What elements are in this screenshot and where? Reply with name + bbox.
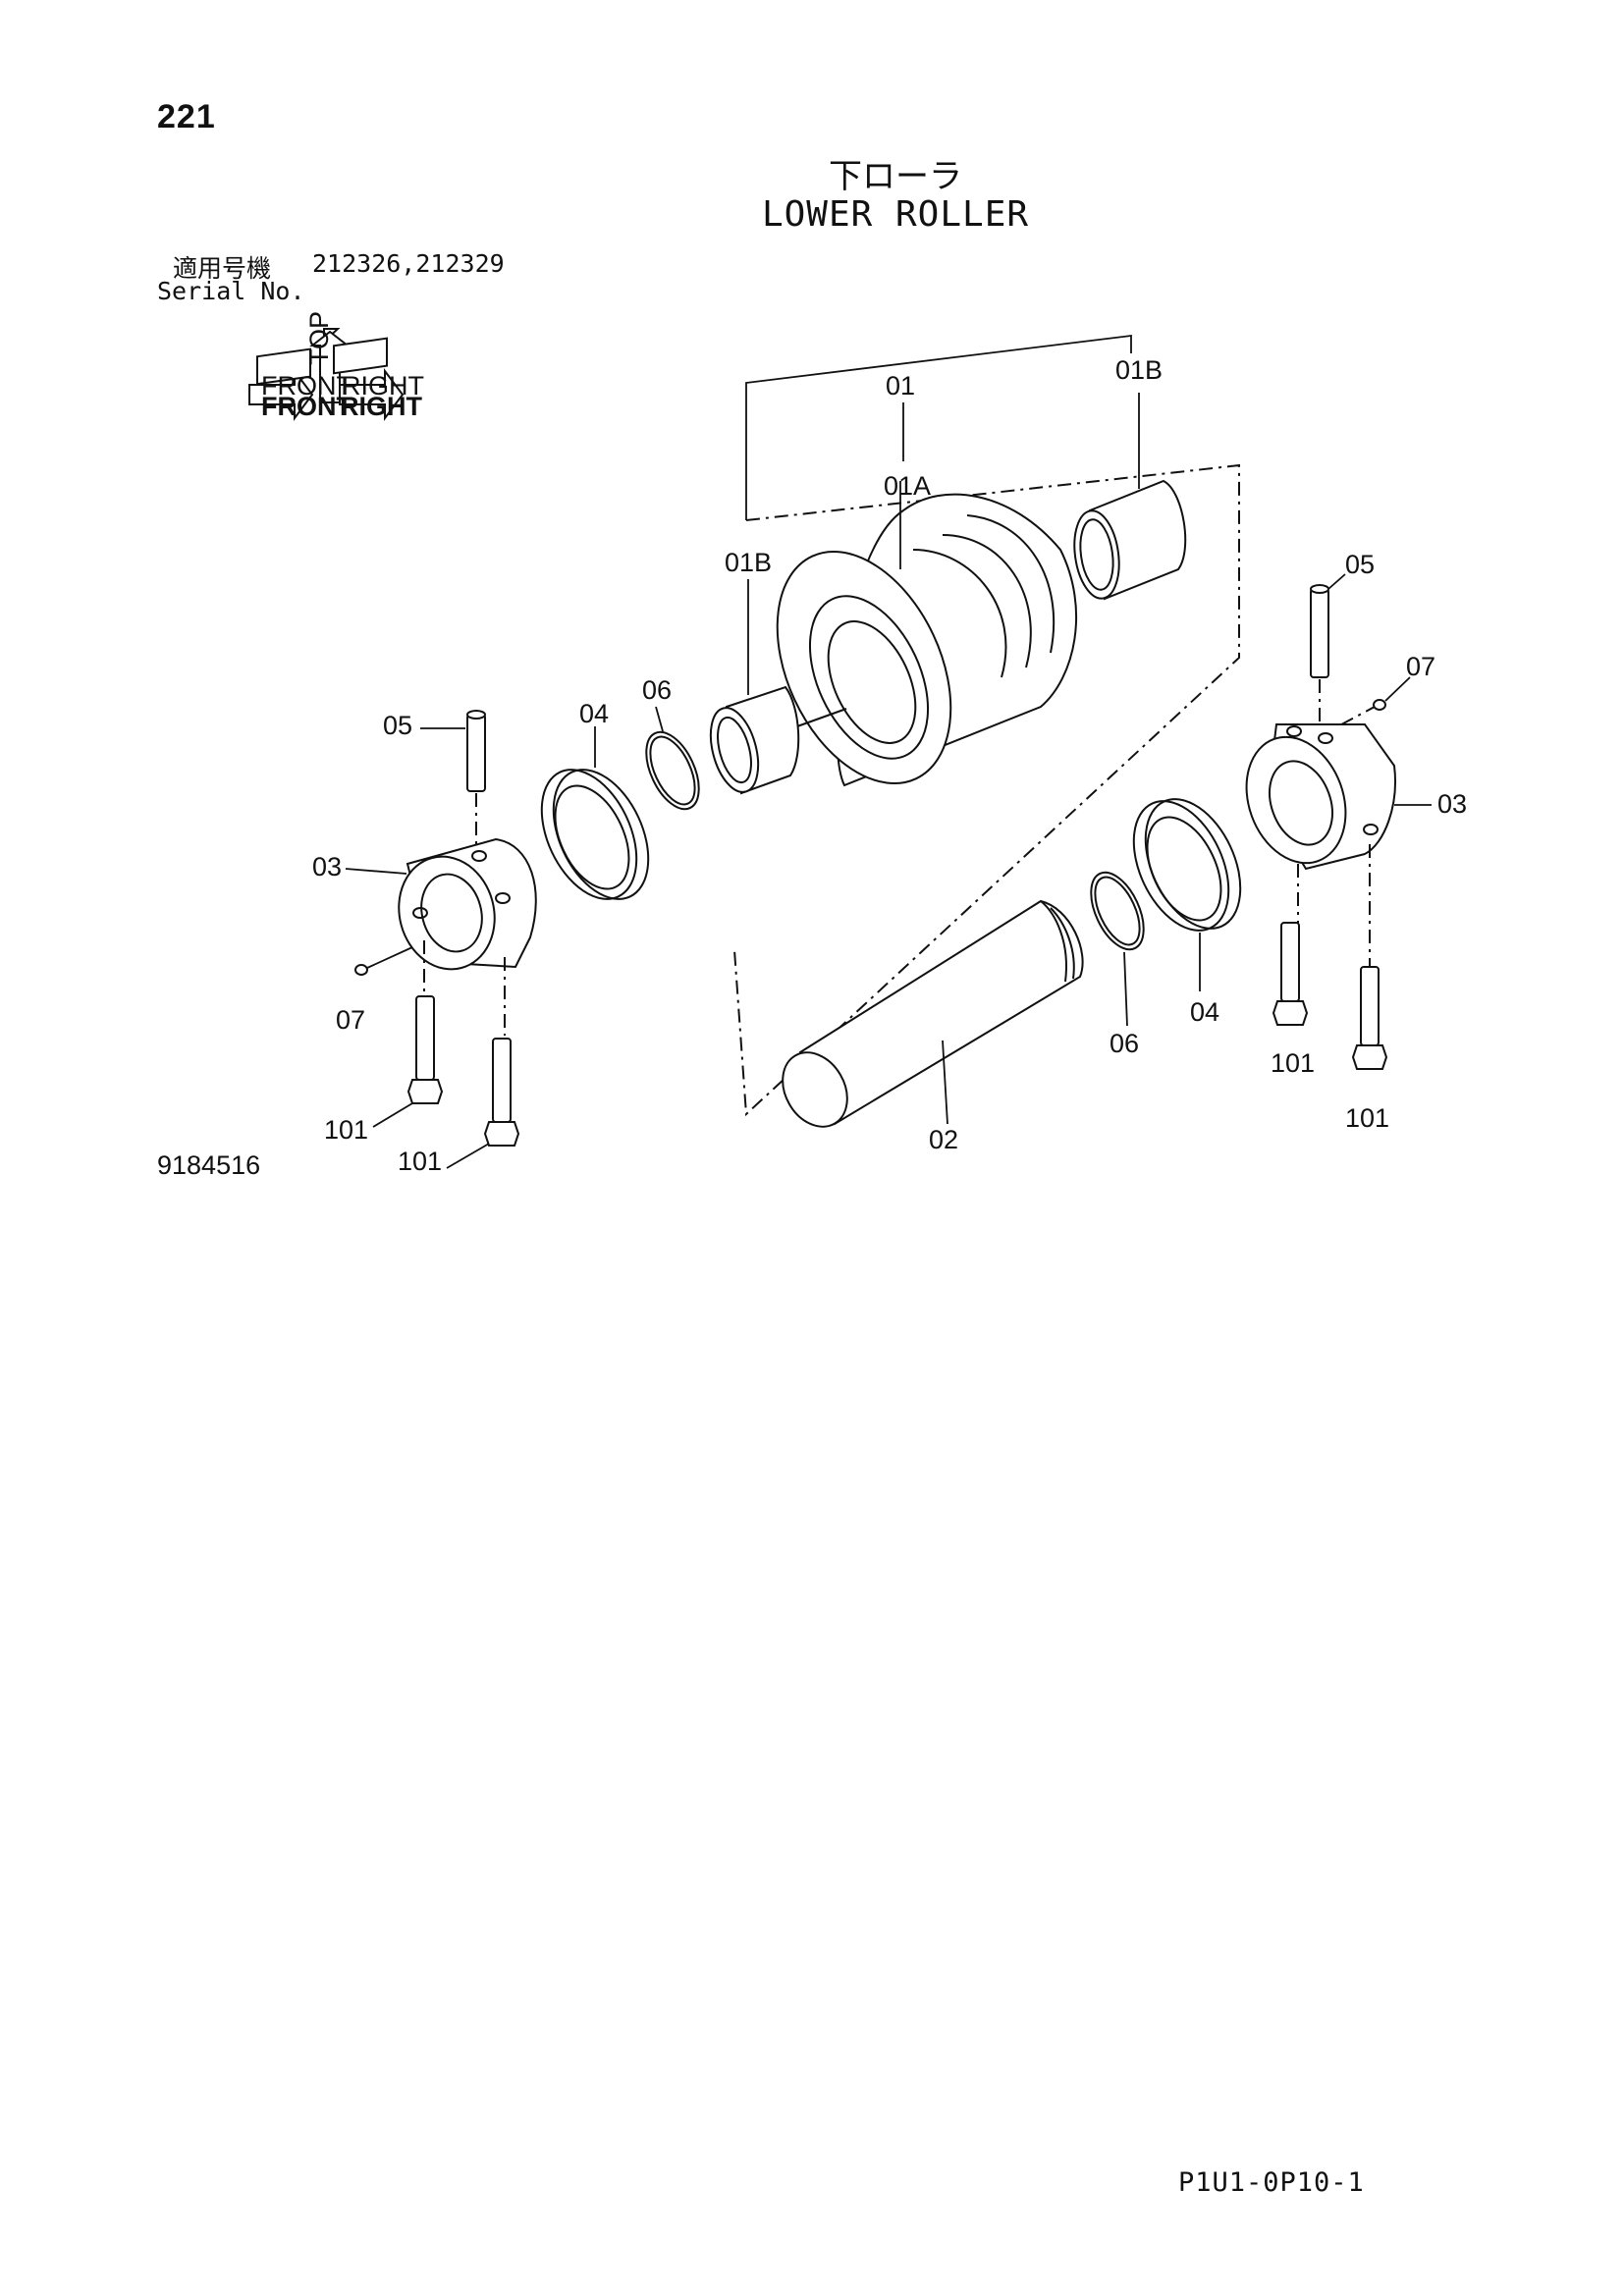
callout-07-right: 07 [1406, 652, 1435, 681]
housing-03-right [1245, 723, 1396, 871]
callout-05-left: 05 [383, 711, 412, 740]
right-arrow-icon [339, 368, 405, 421]
title-japanese: 下ローラ [829, 158, 962, 195]
leader-03-left [345, 868, 407, 875]
leader-05-right [1327, 573, 1346, 590]
callout-101-right-b: 101 [1345, 1103, 1389, 1133]
seal-04-lower [1132, 798, 1242, 932]
roller-body-01a [776, 493, 1078, 787]
front-label-box [256, 347, 311, 386]
callout-03-left: 03 [312, 852, 342, 881]
front-arrow-icon [248, 368, 314, 421]
callout-03-right: 03 [1437, 789, 1467, 819]
callout-01: 01 [886, 371, 915, 400]
oring-06-lower [1090, 871, 1145, 951]
leader-02 [942, 1040, 948, 1125]
bushing-01b-left [709, 685, 800, 795]
callout-101-right-a: 101 [1271, 1048, 1315, 1078]
top-label: TOP [304, 311, 334, 365]
leader-101-left-b [446, 1143, 490, 1169]
callout-101-left-a: 101 [324, 1115, 368, 1145]
assembly-boundary-line [733, 463, 1240, 1117]
callout-04-lower: 04 [1190, 997, 1219, 1027]
leader-06-lower [1123, 951, 1128, 1027]
callout-07-left: 07 [336, 1005, 365, 1035]
title-english: LOWER ROLLER [761, 194, 1030, 235]
leader-101-left-a [372, 1102, 413, 1128]
pin-05-right [1310, 584, 1329, 678]
callout-101-left-b: 101 [398, 1147, 442, 1176]
bolt-101-right-a [1272, 922, 1309, 1026]
callout-01a: 01A [884, 471, 931, 501]
leader-06-upper [655, 706, 664, 732]
leader-07-left [366, 946, 413, 969]
orientation-icon: TOP FRONT FRONT RIGHT RIGHT [248, 311, 424, 421]
grease-fitting-07-left [354, 964, 368, 976]
page-number: 221 [157, 98, 216, 135]
right-label-lower: RIGHT [340, 392, 423, 421]
shaft-02 [782, 899, 1084, 1128]
serial-numbers: 212326,212329 [312, 249, 505, 278]
grease-fitting-07-right [1373, 699, 1386, 711]
bolt-101-left-b [483, 1038, 520, 1147]
callout-06-upper: 06 [642, 675, 672, 705]
callout-02: 02 [929, 1125, 958, 1154]
callout-01b-left: 01B [725, 548, 772, 577]
front-label-lower: FRONT [261, 392, 352, 421]
callout-04-upper: 04 [579, 699, 609, 728]
callout-06-lower: 06 [1110, 1029, 1139, 1058]
serial-label-japanese: 適用号機 [173, 255, 272, 283]
bolt-101-left-a [406, 995, 444, 1104]
bushing-01b-right [1073, 479, 1187, 601]
front-label-upper: FRONT [261, 371, 352, 400]
housing-03-left [398, 837, 537, 971]
leader-07-right [1384, 676, 1411, 702]
seal-04-upper [540, 769, 650, 900]
bolt-101-right-b [1351, 966, 1388, 1070]
callout-01b-right: 01B [1115, 355, 1163, 385]
drawing-number: 9184516 [157, 1150, 261, 1180]
oring-06-upper [645, 730, 700, 811]
bracket-01 [745, 334, 1132, 520]
right-label-upper: RIGHT [342, 371, 424, 400]
callout-05-right: 05 [1345, 550, 1375, 579]
serial-label-english: Serial No. [157, 277, 305, 305]
right-label-box [333, 337, 388, 375]
page-code: P1U1-0P10-1 [1178, 2167, 1365, 2198]
bushing-axis-line [796, 708, 847, 727]
pin-05-left [466, 710, 486, 792]
